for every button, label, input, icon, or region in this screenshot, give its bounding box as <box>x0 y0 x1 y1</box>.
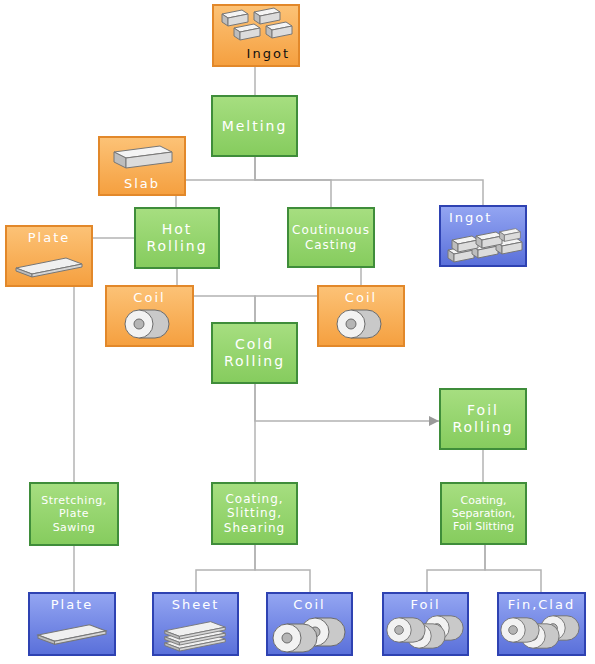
flow-connector <box>485 545 541 592</box>
process-box: Foil Rolling <box>439 388 527 450</box>
node-label: Hot Rolling <box>142 221 212 255</box>
material-box: Ingot <box>212 4 300 67</box>
flow-connector <box>196 545 255 592</box>
flow-connector <box>255 384 439 421</box>
process-box: Melting <box>211 95 298 157</box>
flow-connector <box>482 450 484 482</box>
node-label: Foil Rolling <box>447 402 519 436</box>
flow-connector <box>360 268 362 285</box>
node-label: Ingot <box>247 46 290 62</box>
material-box: Slab <box>98 136 186 196</box>
node-label: Coutinuous Casting <box>292 223 370 252</box>
node-label: Stretching, Plate Sawing <box>37 494 111 534</box>
flow-connector <box>186 157 255 180</box>
material-box: Plate <box>5 225 93 287</box>
flow-connector <box>254 67 256 95</box>
flow-connector <box>93 237 134 239</box>
flow-connector <box>255 545 310 592</box>
product-box: Ingot <box>439 205 527 267</box>
node-label: Ingot <box>449 210 492 226</box>
flow-connector <box>73 546 75 592</box>
process-box: Cold Rolling <box>211 322 298 384</box>
node-label: Coating, Separation, Foil Slitting <box>448 494 519 534</box>
node-label: Sheet <box>172 597 220 613</box>
node-label: Slab <box>124 176 160 192</box>
flow-connector <box>255 296 317 322</box>
product-box: Fin,Clad <box>497 592 586 656</box>
process-box: Hot Rolling <box>134 207 220 269</box>
flow-connector <box>73 287 75 482</box>
product-box: Foil <box>382 592 469 656</box>
flow-connector <box>427 545 485 592</box>
product-box: Coil <box>266 592 353 656</box>
node-label: Plate <box>51 597 94 613</box>
node-label: Coil <box>133 290 165 306</box>
flow-connector <box>255 157 483 205</box>
product-box: Sheet <box>152 592 239 656</box>
material-box: Coil <box>317 285 405 347</box>
flow-connector <box>194 296 255 322</box>
node-label: Fin,Clad <box>508 597 575 613</box>
node-label: Cold Rolling <box>219 336 290 370</box>
process-box: Stretching, Plate Sawing <box>29 482 119 546</box>
material-box: Coil <box>105 285 194 347</box>
node-label: Coil <box>345 290 377 306</box>
flow-connector <box>176 269 178 285</box>
process-box: Coating, Slitting, Shearing <box>211 482 298 545</box>
flow-connector <box>175 196 177 207</box>
node-label: Foil <box>410 597 440 613</box>
process-box: Coutinuous Casting <box>287 207 375 268</box>
node-label: Coil <box>293 597 325 613</box>
node-label: Plate <box>28 230 71 246</box>
process-box: Coating, Separation, Foil Slitting <box>440 482 527 545</box>
node-label: Coating, Slitting, Shearing <box>219 492 290 535</box>
flow-connector <box>255 157 331 207</box>
node-label: Melting <box>222 118 288 135</box>
product-box: Plate <box>28 592 116 656</box>
